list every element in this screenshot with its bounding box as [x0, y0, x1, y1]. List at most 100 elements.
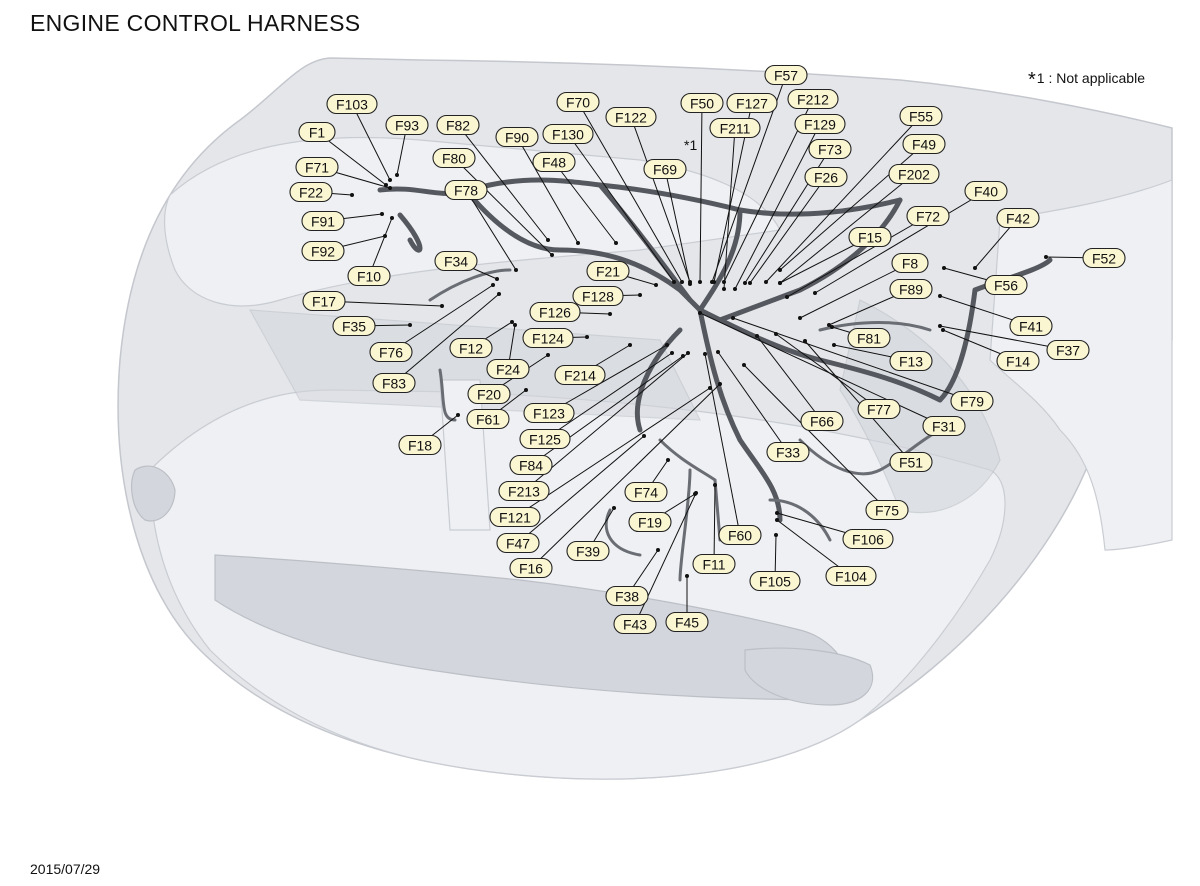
- connector-label-text: F70: [566, 95, 590, 111]
- connector-label-box: [467, 383, 511, 405]
- connector-label-text: F35: [342, 319, 366, 335]
- connector-label-box: [434, 250, 478, 272]
- connector-label-f41: F41: [1009, 315, 1053, 337]
- connector-label-box: [891, 252, 929, 274]
- connector-label-text: F211: [720, 121, 751, 137]
- connector-label-text: F121: [499, 510, 531, 526]
- connector-label-f123: F123: [523, 402, 575, 424]
- connector-label-f26: F26: [804, 166, 848, 188]
- connector-label-text: F69: [653, 162, 677, 178]
- connector-point-f93: [395, 173, 399, 177]
- connector-label-f56: F56: [984, 274, 1028, 296]
- connector-label-f66: F66: [800, 410, 844, 432]
- connector-label-box: [495, 126, 539, 148]
- connector-point-f33: [716, 350, 720, 354]
- connector-label-f15: F15: [848, 226, 892, 248]
- connector-point-f74: [666, 458, 670, 462]
- connector-point-f81: [830, 325, 834, 329]
- connector-point-f47: [642, 434, 646, 438]
- connector-label-f34: F34: [434, 250, 478, 272]
- connector-label-text: F75: [875, 503, 899, 519]
- connector-label-f83: F83: [372, 372, 416, 394]
- connector-label-box: [680, 92, 724, 114]
- connector-label-text: F43: [623, 617, 647, 633]
- connector-label-f16: F16: [509, 557, 553, 579]
- connector-label-text: F84: [519, 458, 543, 474]
- connector-point-f124: [585, 335, 589, 339]
- connector-label-text: F126: [539, 305, 571, 321]
- connector-label-box: [899, 105, 943, 127]
- connector-point-f130: [672, 280, 676, 284]
- connector-label-f43: F43: [613, 613, 657, 635]
- connector-label-f92: F92: [301, 240, 345, 262]
- connector-point-f77: [774, 332, 778, 336]
- connector-point-f211: [722, 287, 726, 291]
- connector-label-text: F19: [638, 515, 662, 531]
- connector-point-f104: [775, 518, 779, 522]
- connector-label-box: [643, 158, 687, 180]
- connector-label-f122: F122: [605, 106, 657, 128]
- connector-label-box: [1082, 247, 1126, 269]
- connector-label-box: [566, 540, 610, 562]
- leader-f103: [351, 103, 391, 181]
- connector-point-f18: [456, 413, 460, 417]
- connector-label-f21: F21: [586, 260, 630, 282]
- connector-label-box: [532, 151, 576, 173]
- connector-label-text: F106: [852, 532, 884, 548]
- connector-point-f55: [764, 280, 768, 284]
- diagram-title: ENGINE CONTROL HARNESS: [30, 10, 361, 36]
- connector-label-f76: F76: [369, 341, 413, 363]
- connector-label-box: [509, 557, 553, 579]
- connector-label-box: [572, 285, 624, 307]
- connector-label-f72: F72: [906, 205, 950, 227]
- connector-label-text: F12: [459, 341, 483, 357]
- connector-label-f212: F212: [787, 88, 839, 110]
- connector-label-box: [749, 570, 801, 592]
- connector-label-text: F16: [519, 561, 543, 577]
- connector-label-text: F47: [506, 536, 530, 552]
- connector-label-text: F52: [1092, 251, 1116, 267]
- connector-label-text: F37: [1056, 343, 1080, 359]
- connector-label-box: [496, 532, 540, 554]
- connector-point-f83: [497, 292, 501, 296]
- connector-point-f76: [491, 283, 495, 287]
- connector-label-f91: F91: [301, 210, 345, 232]
- leader-f79: [732, 317, 973, 402]
- connector-label-text: F38: [615, 589, 639, 605]
- connector-label-f75: F75: [865, 499, 909, 521]
- connector-label-text: F212: [797, 92, 829, 108]
- connector-label-box: [1009, 315, 1053, 337]
- connector-label-f213: F213: [498, 480, 550, 502]
- leader-f70: [577, 101, 683, 283]
- connector-label-text: F33: [776, 445, 800, 461]
- connector-label-text: F66: [810, 414, 834, 430]
- leader-f125: [544, 352, 673, 440]
- connector-point-f45: [685, 574, 689, 578]
- leader-f47: [517, 435, 645, 544]
- connector-point-f127: [712, 280, 716, 284]
- connector-label-f35: F35: [332, 315, 376, 337]
- connector-label-text: F21: [596, 264, 620, 280]
- connector-point-f61: [524, 388, 528, 392]
- connector-label-box: [489, 506, 541, 528]
- connector-label-text: F125: [529, 432, 561, 448]
- connector-label-text: F213: [508, 484, 540, 500]
- leader-f90: [516, 136, 579, 244]
- connector-label-box: [542, 123, 594, 145]
- connector-label-box: [718, 524, 762, 546]
- connector-label-text: F91: [311, 214, 335, 230]
- connector-point-f70: [680, 280, 684, 284]
- connector-label-f55: F55: [899, 105, 943, 127]
- connector-label-f89: F89: [889, 278, 933, 300]
- connector-point-f129: [733, 287, 737, 291]
- connector-label-f38: F38: [605, 585, 649, 607]
- connector-label-box: [398, 434, 442, 456]
- connector-label-text: F73: [818, 142, 842, 158]
- connector-label-text: F51: [899, 455, 923, 471]
- connector-label-box: [498, 480, 550, 502]
- connector-label-box: [326, 93, 378, 115]
- connector-point-f80: [550, 253, 554, 257]
- connector-label-text: F24: [496, 362, 520, 378]
- connector-label-f73: F73: [808, 138, 852, 160]
